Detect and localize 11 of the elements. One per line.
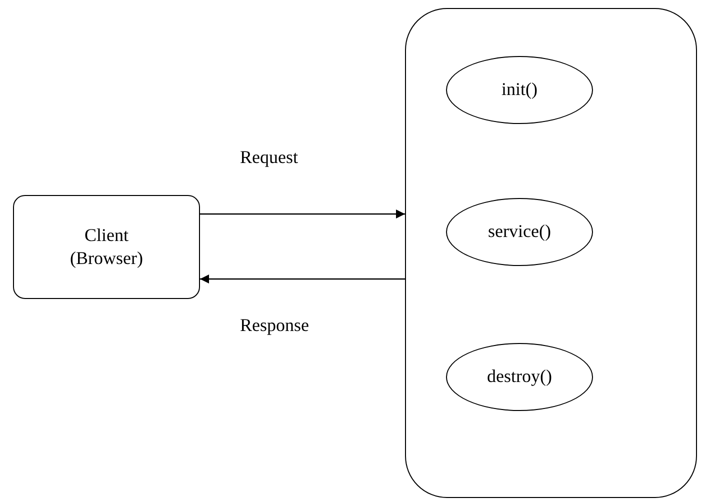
method-ellipse xyxy=(446,343,593,411)
node-label: destroy() xyxy=(487,365,552,388)
method-ellipse xyxy=(446,56,593,124)
method-ellipse xyxy=(446,198,593,266)
node-label: Client (Browser) xyxy=(69,224,144,270)
container-box xyxy=(405,8,697,498)
arrow xyxy=(200,274,405,284)
client-box xyxy=(13,195,200,299)
node-label: init() xyxy=(502,78,538,102)
node-label: service() xyxy=(488,220,551,244)
arrow xyxy=(200,210,405,218)
